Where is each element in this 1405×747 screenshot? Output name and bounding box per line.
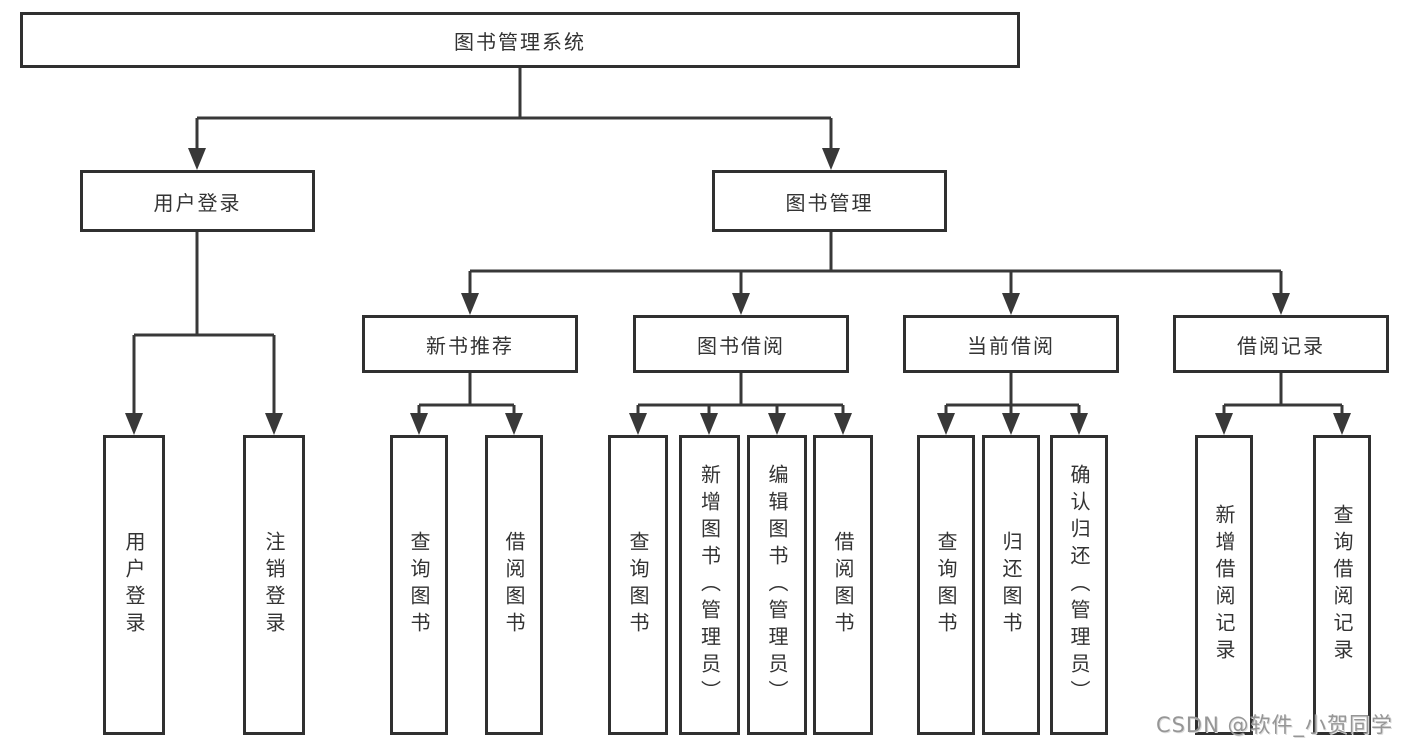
leaf-query-borrow-record: 查询借阅记录 — [1313, 435, 1371, 735]
leaf-recommend-query-books-label: 查询图书 — [407, 531, 431, 639]
leaf-confirm-return-admin-label: 确认归还（管理员） — [1067, 463, 1091, 707]
node-book-management: 图书管理 — [712, 170, 947, 232]
leaf-add-borrow-record-label: 新增借阅记录 — [1212, 504, 1236, 666]
node-user-login-label: 用户登录 — [153, 190, 242, 215]
node-new-book-recommend-label: 新书推荐 — [426, 333, 514, 358]
leaf-logout: 注销登录 — [243, 435, 305, 735]
node-user-login: 用户登录 — [80, 170, 315, 232]
leaf-confirm-return-admin: 确认归还（管理员） — [1050, 435, 1108, 735]
leaf-user-login: 用户登录 — [103, 435, 165, 735]
node-root-label: 图书管理系统 — [454, 29, 586, 54]
leaf-borrow-query-books: 查询图书 — [608, 435, 668, 735]
leaf-add-books-admin: 新增图书（管理员） — [679, 435, 740, 735]
leaf-add-borrow-record: 新增借阅记录 — [1195, 435, 1253, 735]
node-borrow-records-label: 借阅记录 — [1237, 333, 1325, 358]
leaf-current-query-books-label: 查询图书 — [934, 531, 958, 639]
node-book-borrow: 图书借阅 — [633, 315, 849, 373]
node-current-borrow: 当前借阅 — [903, 315, 1119, 373]
node-book-management-label: 图书管理 — [785, 190, 874, 215]
node-book-borrow-label: 图书借阅 — [697, 333, 785, 358]
node-new-book-recommend: 新书推荐 — [362, 315, 578, 373]
leaf-recommend-borrow-books-label: 借阅图书 — [502, 531, 526, 639]
leaf-borrow-books: 借阅图书 — [813, 435, 873, 735]
leaf-return-books: 归还图书 — [982, 435, 1040, 735]
leaf-edit-books-admin-label: 编辑图书（管理员） — [765, 463, 789, 707]
node-root: 图书管理系统 — [20, 12, 1020, 68]
leaf-query-borrow-record-label: 查询借阅记录 — [1330, 504, 1354, 666]
leaf-logout-label: 注销登录 — [262, 531, 286, 639]
leaf-current-query-books: 查询图书 — [917, 435, 975, 735]
node-borrow-records: 借阅记录 — [1173, 315, 1389, 373]
leaf-recommend-query-books: 查询图书 — [390, 435, 448, 735]
node-current-borrow-label: 当前借阅 — [967, 333, 1055, 358]
leaf-borrow-query-books-label: 查询图书 — [626, 531, 650, 639]
leaf-edit-books-admin: 编辑图书（管理员） — [747, 435, 807, 735]
leaf-add-books-admin-label: 新增图书（管理员） — [697, 463, 722, 707]
leaf-recommend-borrow-books: 借阅图书 — [485, 435, 543, 735]
leaf-user-login-label: 用户登录 — [122, 531, 146, 639]
csdn-watermark: CSDN @软件_小贺同学 — [1155, 713, 1393, 737]
leaf-return-books-label: 归还图书 — [999, 531, 1023, 639]
leaf-borrow-books-label: 借阅图书 — [831, 531, 855, 639]
